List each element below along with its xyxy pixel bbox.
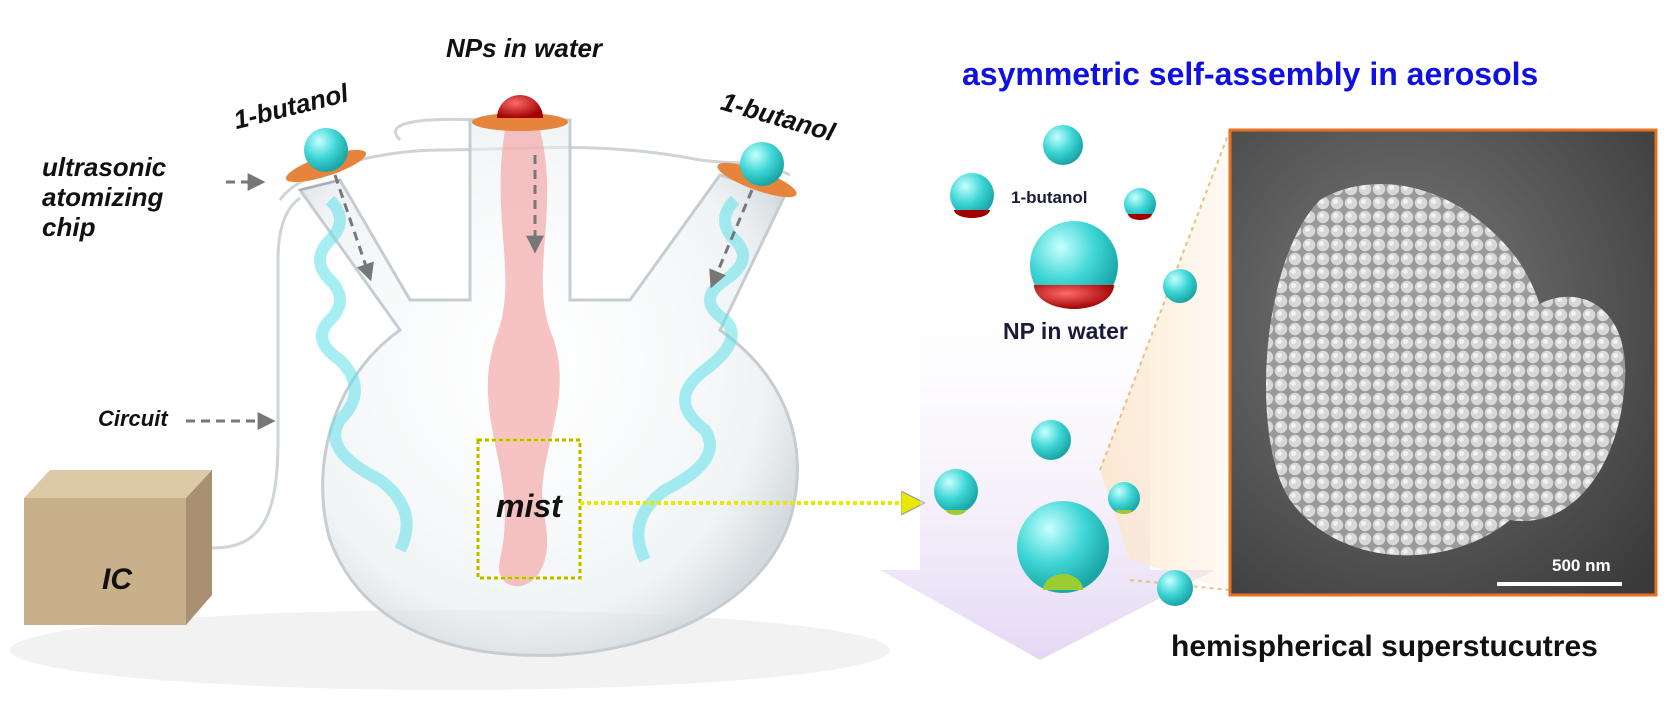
sem-image (1228, 128, 1658, 597)
butanol-drop-right (740, 142, 784, 186)
three-neck-flask (285, 95, 799, 657)
superstructure-large (1266, 184, 1552, 556)
panel-title: asymmetric self-assembly in aerosols (962, 56, 1539, 92)
np-drop-center (497, 95, 543, 118)
beam-to-sem (1100, 130, 1230, 590)
droplet (1157, 570, 1193, 606)
label-ultrasonic-chip: ultrasonic atomizing chip (42, 152, 167, 242)
butanol-stream-left (314, 195, 413, 553)
droplet (1108, 482, 1140, 514)
butanol-stream-right (632, 195, 749, 563)
label-nps-in-water: NPs in water (446, 33, 603, 63)
label-circuit: Circuit (98, 406, 168, 431)
ic-box (24, 470, 212, 625)
butanol-drop-left (304, 128, 348, 172)
label-butanol-droplet: 1-butanol (1011, 188, 1088, 207)
scale-bar (1497, 582, 1622, 586)
droplet (1043, 125, 1083, 165)
droplet (1163, 269, 1197, 303)
droplet-large-bottom (1017, 501, 1109, 593)
gray-arrows (186, 155, 754, 430)
aerosol-droplets (934, 125, 1197, 606)
arrow-right-neck (709, 189, 754, 289)
droplet (934, 469, 978, 513)
label-hemispherical: hemispherical superstucutres (1171, 630, 1598, 663)
label-ic: IC (102, 563, 132, 596)
cap-center (472, 113, 568, 131)
droplet (1124, 188, 1156, 220)
droplet (950, 173, 994, 217)
arrow-left-neck (333, 174, 374, 282)
droplet (1031, 420, 1071, 460)
label-mist: mist (496, 488, 562, 524)
scale-bar-label: 500 nm (1552, 556, 1611, 575)
label-np-in-water: NP in water (1003, 318, 1128, 344)
